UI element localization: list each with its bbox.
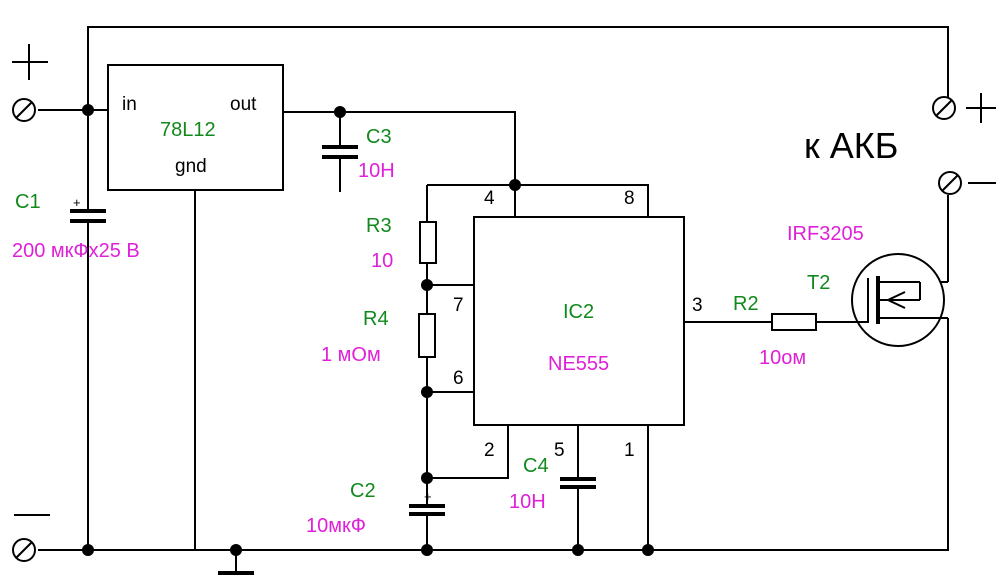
ic2-pin-4: 4 <box>484 188 495 209</box>
junction-dot <box>421 279 433 291</box>
screw-slot <box>935 99 953 117</box>
junction-dot <box>421 472 433 484</box>
ic2-pin-8: 8 <box>624 188 635 209</box>
junction-dot <box>82 544 94 556</box>
t2-ref: T2 <box>807 272 830 294</box>
ic2-pin-3: 3 <box>692 295 703 316</box>
c1-polarity: + <box>73 195 81 210</box>
capacitor-c1[interactable]: + C1 200 мкФх25 В <box>12 191 140 262</box>
ic2-part: NE555 <box>548 353 609 375</box>
junctions <box>82 104 654 556</box>
junction-dot <box>421 544 433 556</box>
plus-sign-icon <box>966 93 996 123</box>
c1-value: 200 мкФх25 В <box>12 240 140 262</box>
c3-ref: C3 <box>366 126 392 148</box>
ic2-pin-7: 7 <box>453 295 464 316</box>
capacitor-c4[interactable]: C4 10Н <box>509 455 596 513</box>
junction-dot <box>334 106 346 118</box>
r2-ref: R2 <box>733 293 759 315</box>
t2-part: IRF3205 <box>787 223 864 245</box>
screw-slot <box>941 174 959 192</box>
c2-ref: C2 <box>350 480 376 502</box>
ic2-pin-2: 2 <box>484 440 495 461</box>
regulator-pin-out: out <box>230 94 257 115</box>
ic2-ne555[interactable]: IC2 NE555 4 8 7 6 3 2 5 1 <box>453 188 703 461</box>
resistor-r3[interactable]: R3 10 <box>366 215 437 272</box>
capacitor-c2[interactable]: + C2 10мкФ <box>306 480 445 537</box>
junction-dot <box>230 544 242 556</box>
ic2-pin-6: 6 <box>453 368 464 389</box>
junction-dot <box>82 104 94 116</box>
regulator-pin-gnd: gnd <box>175 156 207 177</box>
screw-slot <box>15 101 33 119</box>
resistor-r2[interactable]: R2 10ом <box>733 293 817 369</box>
c2-value: 10мкФ <box>306 515 366 537</box>
junction-dot <box>642 544 654 556</box>
regulator-pin-in: in <box>122 94 137 115</box>
c2-polarity: + <box>424 489 432 504</box>
r3-value: 10 <box>371 250 393 272</box>
capacitor-c3[interactable]: C3 10Н <box>322 126 395 182</box>
transistor-t2[interactable]: IRF3205 T2 <box>787 223 948 347</box>
junction-dot <box>421 386 433 398</box>
c4-ref: C4 <box>523 455 549 477</box>
ic2-pin-1: 1 <box>624 440 635 461</box>
regulator-78l12[interactable]: in out 78L12 gnd <box>107 64 284 191</box>
r4-value: 1 мОм <box>321 344 381 366</box>
r3-ref: R3 <box>366 215 392 237</box>
input-plus-terminal[interactable] <box>12 44 48 122</box>
screw-slot <box>15 541 33 559</box>
ic2-ref: IC2 <box>563 301 594 323</box>
battery-minus-terminal[interactable] <box>938 171 996 195</box>
junction-dot <box>572 544 584 556</box>
regulator-part: 78L12 <box>160 119 216 141</box>
battery-label: к АКБ <box>804 125 898 166</box>
c1-ref: C1 <box>15 191 41 213</box>
battery-plus-terminal[interactable] <box>932 93 996 123</box>
junction-dot <box>509 179 521 191</box>
resistor-r4[interactable]: R4 1 мОм <box>321 308 436 366</box>
c4-value: 10Н <box>509 491 546 513</box>
ic2-pin-5: 5 <box>554 440 565 461</box>
r2-value: 10ом <box>759 347 806 369</box>
plus-sign-icon <box>12 44 48 80</box>
c3-value: 10Н <box>358 160 395 182</box>
input-minus-terminal[interactable] <box>12 514 50 562</box>
r4-ref: R4 <box>363 308 389 330</box>
